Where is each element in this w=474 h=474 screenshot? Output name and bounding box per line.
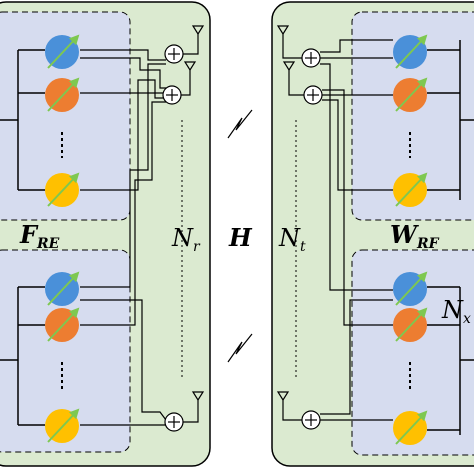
rx-phase-shifter-yellow-2 [393,410,428,445]
n-t-label: Nt [278,224,306,255]
tx-subarray-top [0,11,131,221]
rx-combiner-1 [301,48,321,68]
rx-antenna-2-icon [282,61,296,72]
transmitter-panel: FRE Nr [0,1,211,467]
tx-combiner-1 [164,44,184,64]
receiver-panel: Nt WRF Nx [271,1,474,467]
tx-phase-shifter-yellow-2 [45,408,80,443]
tx-phase-shifter-yellow-1 [45,172,80,207]
rx-antenna-1-icon [276,25,290,36]
n-x-label: Nx [441,296,471,327]
rx-subarray-bottom [351,249,474,456]
tx-phase-shifter-orange-2 [45,307,80,342]
channel-h-label: H [228,223,253,252]
tx-antenna-1-icon [191,25,205,36]
rx-subarray-top [351,11,474,221]
rx-combiner-n [301,410,321,430]
tx-antenna-2-icon [183,61,197,72]
channel-link-bottom-icon [227,333,253,363]
f-rf-label: FRE [19,220,60,252]
rx-antenna-n-icon [276,391,290,402]
channel-link-top-icon [227,109,253,139]
rx-phase-shifter-blue-1 [393,34,428,69]
tx-combiner-n [164,412,184,432]
tx-phase-shifter-blue-2 [45,271,80,306]
tx-phase-shifter-orange-1 [45,77,80,112]
n-r-label: Nr [171,224,201,255]
rx-phase-shifter-yellow-1 [393,172,428,207]
w-rf-label: WRF [390,220,440,252]
rx-combiner-2 [303,85,323,105]
rx-phase-shifter-blue-2 [393,271,428,306]
tx-phase-shifter-blue-1 [45,34,80,69]
rx-phase-shifter-orange-2 [393,307,428,342]
rx-phase-shifter-orange-1 [393,77,428,112]
tx-antenna-n-icon [191,391,205,402]
tx-combiner-2 [162,85,182,105]
